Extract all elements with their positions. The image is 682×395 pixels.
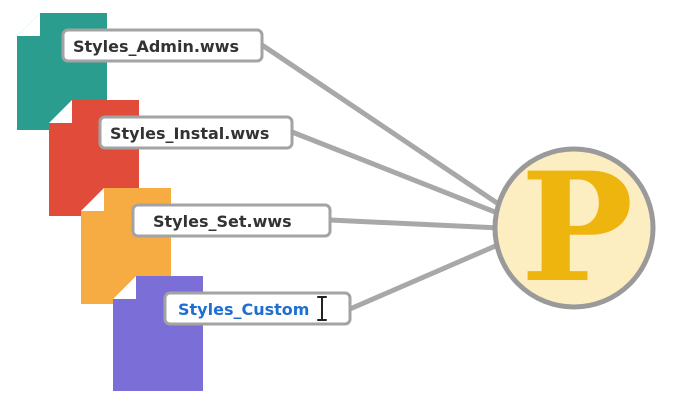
file-name-text: Styles_Set.wws bbox=[153, 212, 292, 231]
file-name-label[interactable]: Styles_Set.wws bbox=[131, 203, 332, 238]
file-name-label[interactable]: Styles_Admin.wws bbox=[61, 28, 264, 63]
file-fold-corner bbox=[17, 13, 40, 36]
connectors bbox=[259, 42, 503, 312]
file-fold-corner bbox=[49, 100, 72, 123]
file-fold-corner bbox=[81, 188, 104, 211]
connector-line bbox=[327, 217, 503, 231]
label-box bbox=[61, 28, 264, 63]
file-name-text: Styles_Custom bbox=[178, 300, 309, 319]
hub-badge[interactable]: P bbox=[492, 140, 656, 316]
text-cursor-icon bbox=[317, 296, 327, 321]
label-box bbox=[131, 203, 332, 238]
connector-line bbox=[259, 42, 503, 208]
file-name-text: Styles_Admin.wws bbox=[73, 37, 239, 56]
connector-line bbox=[347, 241, 503, 312]
hub-circle bbox=[492, 146, 656, 310]
connector-line bbox=[289, 129, 503, 217]
label-box bbox=[98, 115, 294, 150]
file-name-label[interactable]: Styles_Instal.wws bbox=[98, 115, 294, 150]
hub-letter: P bbox=[521, 140, 634, 316]
label-box bbox=[163, 291, 352, 326]
file-fold-corner bbox=[113, 276, 136, 299]
file-name-text: Styles_Instal.wws bbox=[110, 124, 269, 143]
file-name-input[interactable]: Styles_Custom bbox=[163, 291, 352, 326]
